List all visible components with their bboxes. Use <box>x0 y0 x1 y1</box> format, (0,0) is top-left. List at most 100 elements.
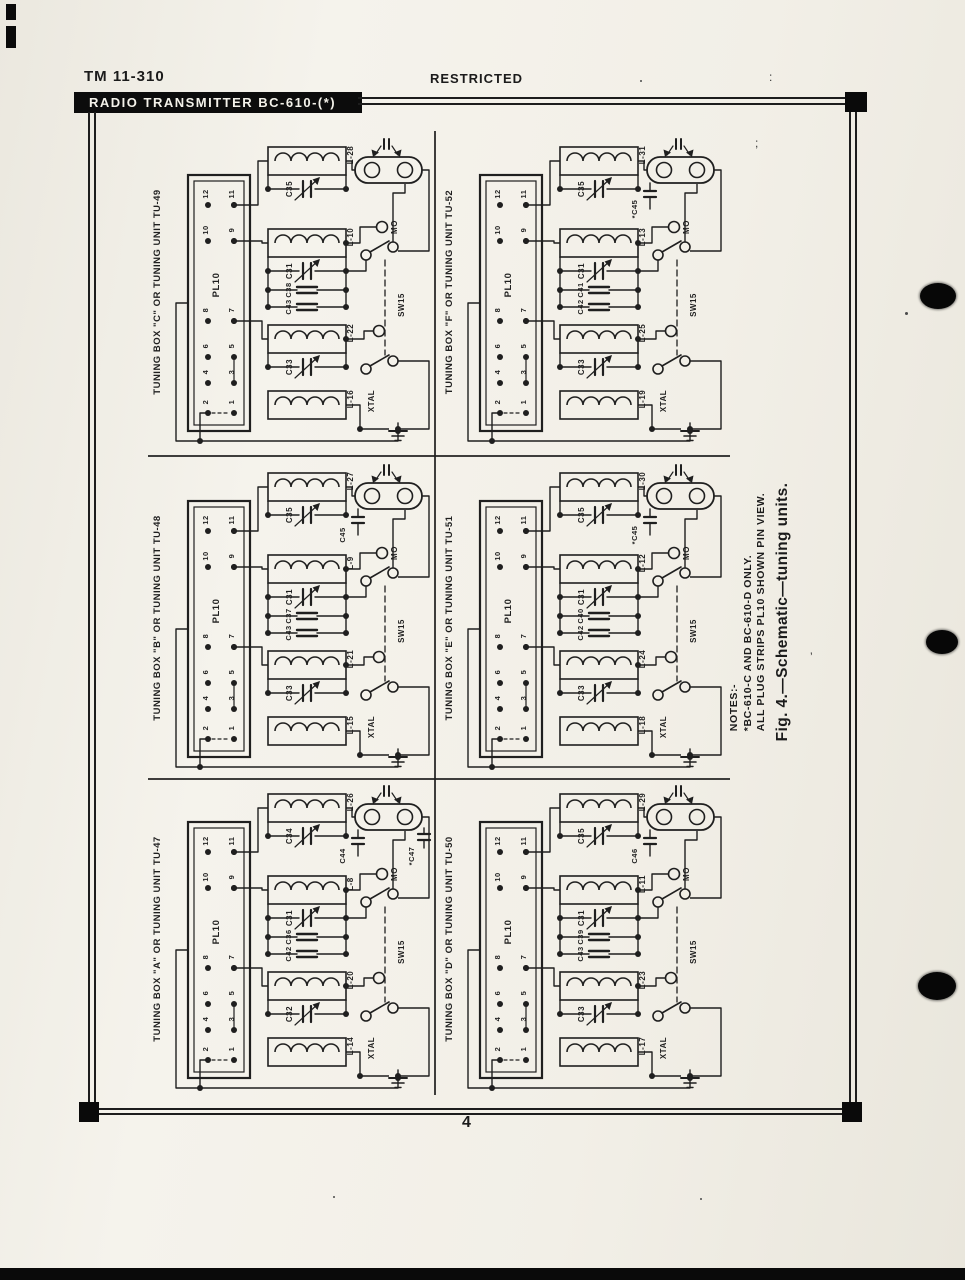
capacitor-label: *C45 <box>630 200 639 219</box>
pin-number: 12 <box>201 189 210 198</box>
capacitor-label: C41 <box>576 282 585 297</box>
pin-number: 5 <box>519 344 528 349</box>
frame-rule <box>88 112 90 1110</box>
coil-label: L-30 <box>638 472 647 491</box>
coil-label: L-28 <box>346 146 355 165</box>
capacitor-label: C43 <box>284 625 293 640</box>
pin-number: 6 <box>493 344 502 349</box>
pin-number: 11 <box>227 837 236 846</box>
scan-edge-mark <box>6 26 16 48</box>
notes-line: *BC-610-C AND BC-610-D ONLY. <box>741 554 754 732</box>
scan-speck <box>700 1198 702 1200</box>
switch-label: SW15 <box>397 619 406 643</box>
coil-label: L-31 <box>638 146 647 165</box>
capacitor-label: C42 <box>576 625 585 640</box>
coil-label: L-16 <box>346 390 355 409</box>
coil-label: L-22 <box>346 324 355 343</box>
pin-number: 9 <box>227 875 236 880</box>
page-number: 4 <box>462 1114 471 1131</box>
panel-title: TUNING BOX "E" OR TUNING UNIT TU-51 <box>444 515 455 720</box>
panel-divider-vertical <box>434 131 436 1095</box>
capacitor-label: C31 <box>285 910 294 926</box>
pin-number: 7 <box>519 308 528 313</box>
pin-number: 11 <box>519 516 528 525</box>
scan-speck: ’ <box>810 650 813 664</box>
capacitor-label: C45 <box>338 527 347 542</box>
capacitor-label: *C47 <box>407 847 416 866</box>
panel-title: TUNING BOX "C" OR TUNING UNIT TU-49 <box>152 189 163 394</box>
capacitor-label: C36 <box>284 929 293 944</box>
pin-number: 4 <box>201 1016 210 1021</box>
pin-number: 8 <box>201 634 210 639</box>
frame-rule <box>358 97 848 99</box>
capacitor-label: C35 <box>577 507 586 523</box>
mo-label: MO <box>682 546 691 560</box>
coil-label: L-17 <box>638 1037 647 1056</box>
pin-number: 4 <box>493 695 502 700</box>
frame-rule <box>358 103 848 105</box>
xtal-label: XTAL <box>367 390 376 412</box>
capacitor-label: C33 <box>285 359 294 375</box>
pin-number: 6 <box>201 991 210 996</box>
capacitor-label: C32 <box>285 1006 294 1022</box>
xtal-label: XTAL <box>659 390 668 412</box>
coil-label: L-10 <box>346 228 355 247</box>
panel-title: TUNING BOX "B" OR TUNING UNIT TU-48 <box>152 515 163 720</box>
coil-label: L-9 <box>346 556 355 570</box>
pin-number: 5 <box>227 670 236 675</box>
capacitor-label: C43 <box>284 299 293 314</box>
pin-number: 8 <box>493 955 502 960</box>
frame-rule <box>849 112 851 1104</box>
panel-title: TUNING BOX "F" OR TUNING UNIT TU-52 <box>444 190 455 394</box>
switch-label: SW15 <box>397 940 406 964</box>
pin-number: 2 <box>201 1047 210 1052</box>
scan-speck: : <box>769 70 773 84</box>
pin-number: 2 <box>201 400 210 405</box>
capacitor-label: C33 <box>577 685 586 701</box>
pin-number: 9 <box>519 228 528 233</box>
mo-label: MO <box>390 220 399 234</box>
panel-divider-horizontal <box>148 455 730 457</box>
coil-label: L-15 <box>346 716 355 735</box>
pin-number: 7 <box>227 308 236 313</box>
pin-number: 6 <box>493 991 502 996</box>
pin-number: 12 <box>201 515 210 524</box>
tm-number: TM 11-310 <box>84 68 165 85</box>
pin-number: 7 <box>519 955 528 960</box>
pin-number: 3 <box>519 1017 528 1022</box>
panel-title: TUNING BOX "A" OR TUNING UNIT TU-47 <box>152 836 163 1041</box>
xtal-label: XTAL <box>367 1037 376 1059</box>
pin-number: 9 <box>227 554 236 559</box>
pin-number: 3 <box>519 696 528 701</box>
binder-hole <box>926 630 958 654</box>
capacitor-label: C38 <box>284 282 293 297</box>
panel-title: TUNING BOX "D" OR TUNING UNIT TU-50 <box>444 836 455 1041</box>
xtal-label: XTAL <box>659 716 668 738</box>
pin-number: 1 <box>227 400 236 405</box>
pin-number: 10 <box>493 872 502 881</box>
coil-label: L-8 <box>346 877 355 891</box>
pin-number: 12 <box>493 515 502 524</box>
pin-number: 2 <box>493 400 502 405</box>
pin-number: 4 <box>201 369 210 374</box>
pin-number: 9 <box>519 875 528 880</box>
xtal-label: XTAL <box>659 1037 668 1059</box>
mo-label: MO <box>390 546 399 560</box>
figure-notes: NOTES:- *BC-610-C AND BC-610-D ONLY. ALL… <box>728 493 769 731</box>
pin-number: 8 <box>201 308 210 313</box>
pin-number: 8 <box>493 634 502 639</box>
pin-number: 9 <box>227 228 236 233</box>
binder-hole <box>920 283 956 309</box>
panel-divider-horizontal <box>148 778 730 780</box>
pin-number: 7 <box>227 955 236 960</box>
pin-number: 10 <box>493 225 502 234</box>
pin-number: 5 <box>227 991 236 996</box>
scan-speck <box>333 1196 335 1198</box>
